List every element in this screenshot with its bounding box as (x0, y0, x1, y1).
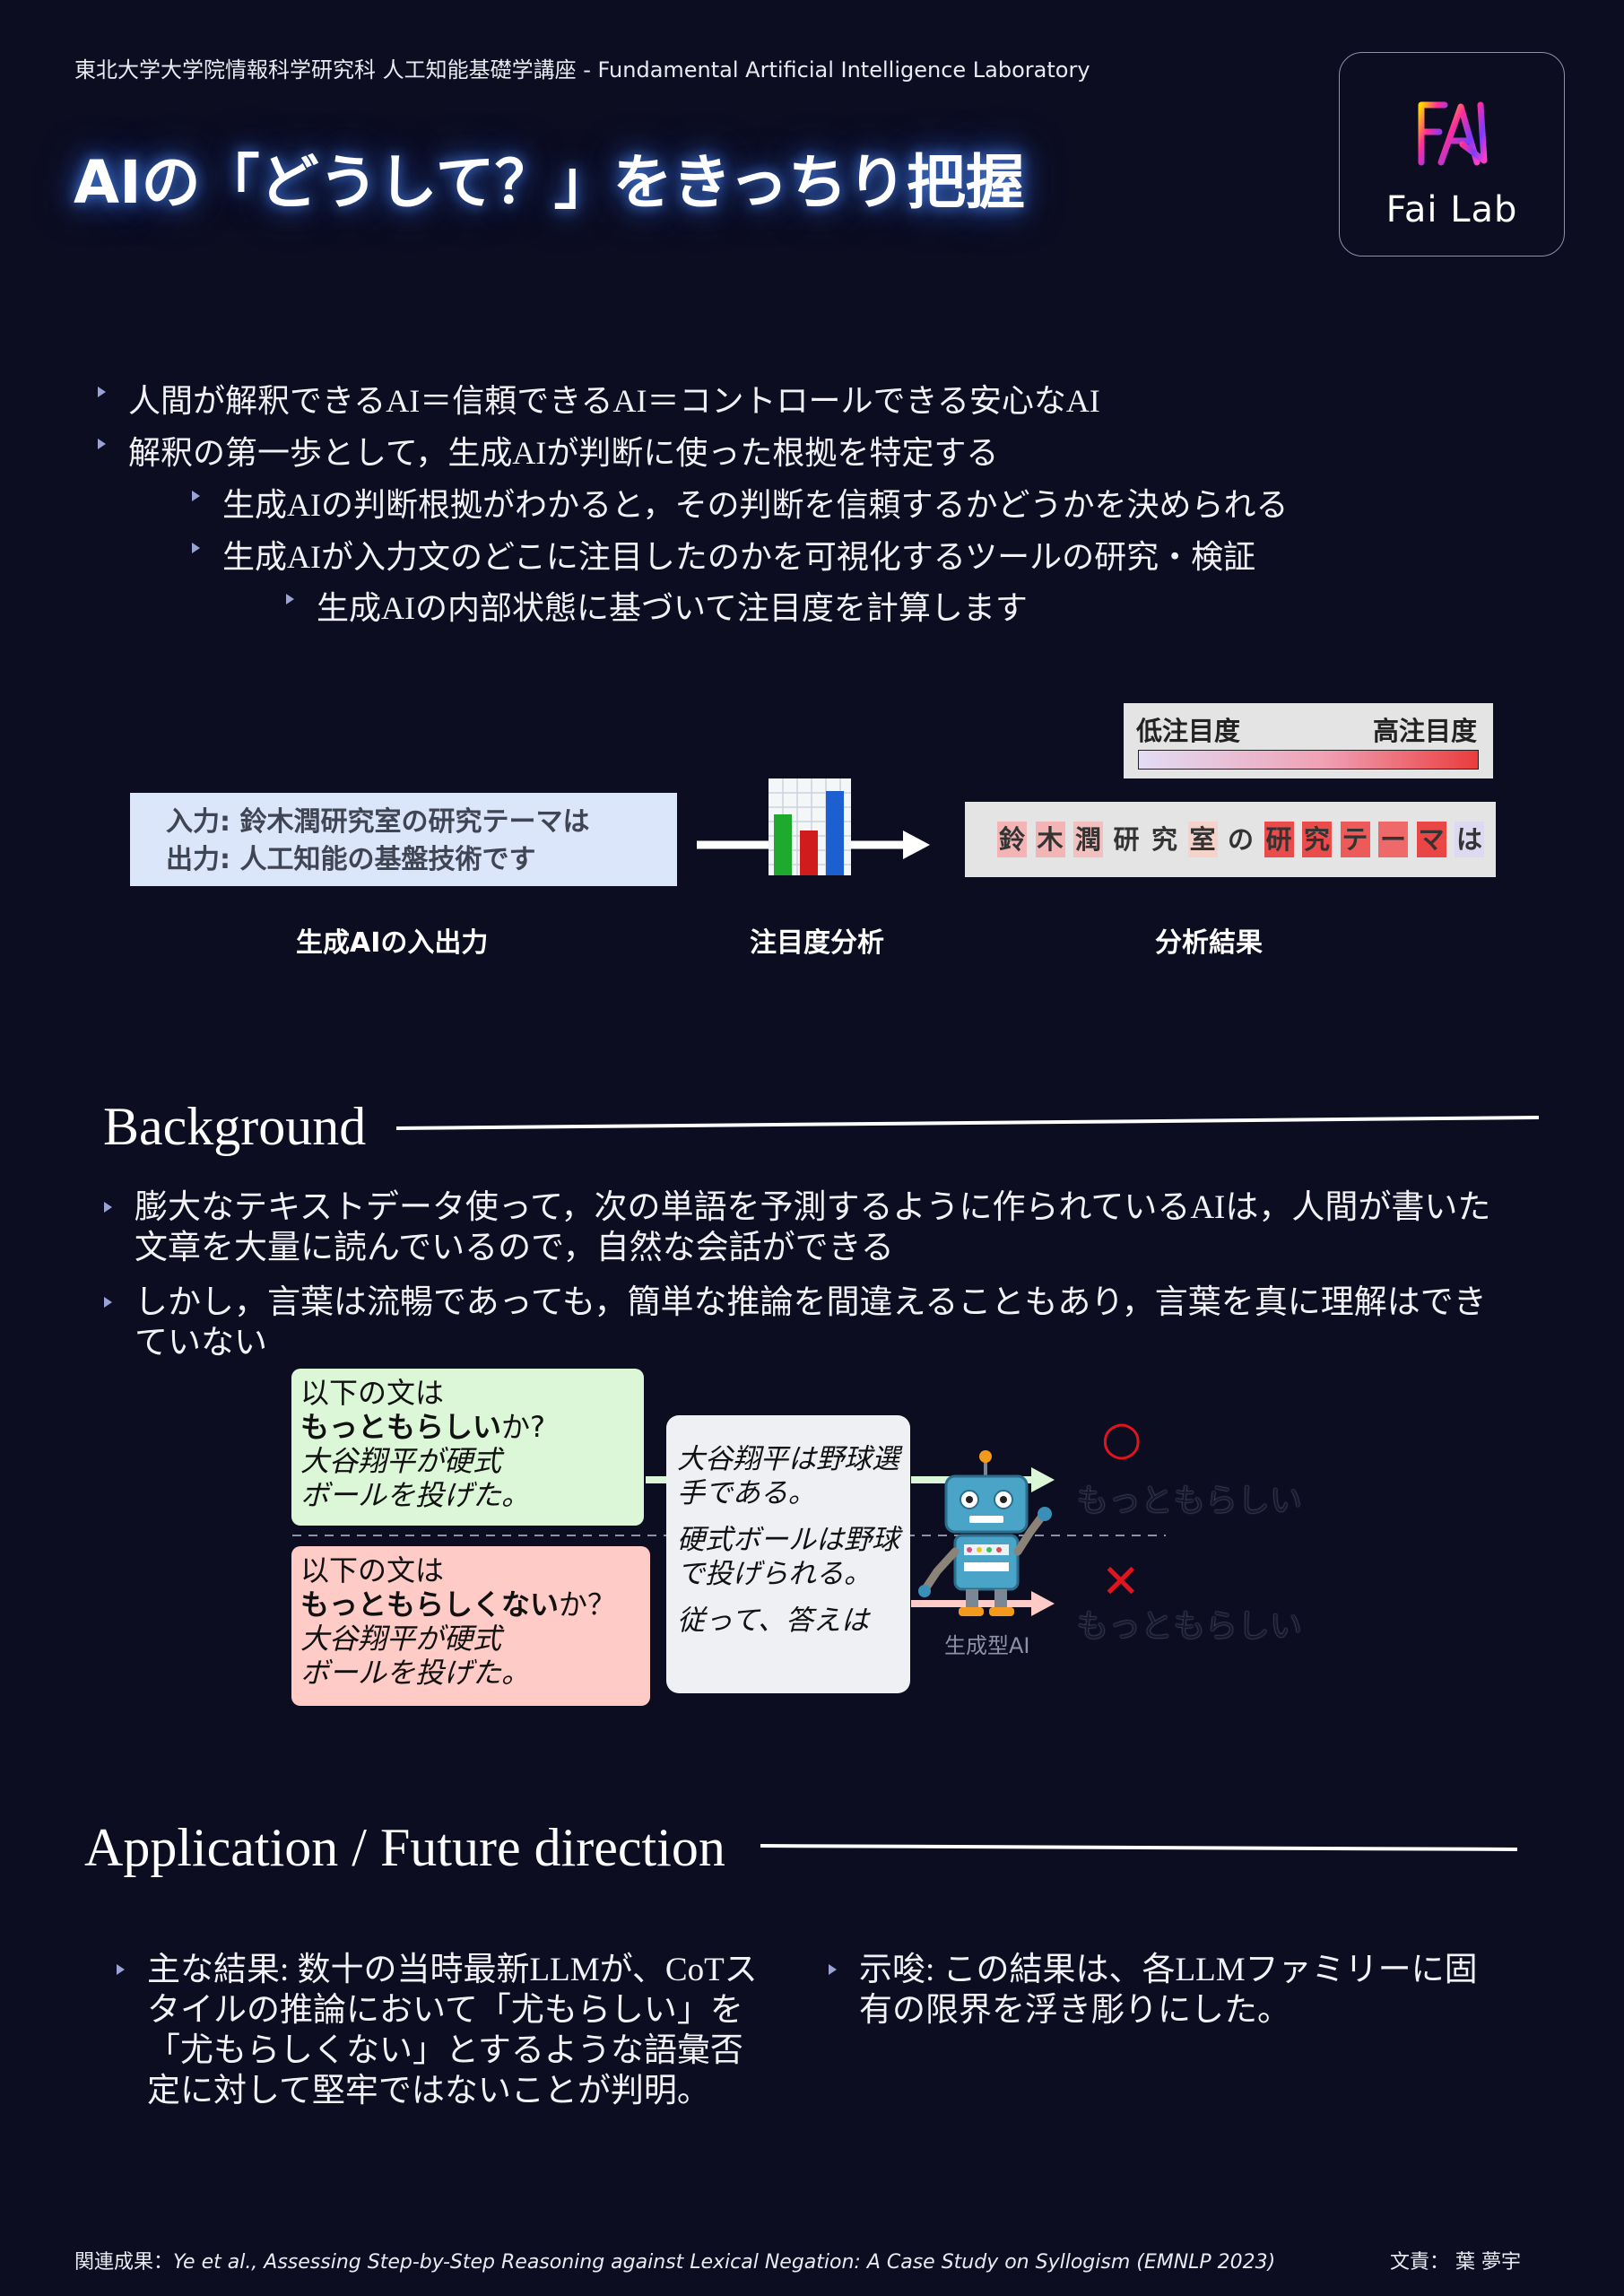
circle-mark-icon: ○ (1101, 1412, 1142, 1465)
input-line: 入力: 鈴木潤研究室の研究テーマは (166, 806, 590, 838)
attention-token: テ (1340, 822, 1370, 857)
bullet-triangle-icon (104, 1202, 112, 1213)
intro-subbullet-1: 生成AIの判断根拠がわかると，その判断を信頼するかどうかを決められる (192, 479, 1289, 526)
author-credit: 文責： 葉 夢宇 (1390, 2251, 1521, 2274)
background-bullet-2: しかし，言葉は流暢であっても，簡単な推論を間違えることもあり，言葉を真に理解はで… (104, 1283, 1498, 1363)
label-analysis: 注目度分析 (750, 927, 884, 959)
application-bullet-right: 示唆: この結果は、各LLMファミリーに固有の限界を浮き彫りにした。 (829, 1950, 1487, 2031)
analysis-arrow-graphic (697, 778, 930, 875)
io-example-box: 入力: 鈴木潤研究室の研究テーマは 出力: 人工知能の基盤技術です (130, 793, 677, 886)
attention-token: 鈴 (997, 822, 1027, 857)
attention-token: 潤 (1073, 822, 1103, 857)
bullet-triangle-icon (286, 594, 294, 604)
attention-token: の (1226, 822, 1255, 857)
q2-line-2: もっともらしくないか？ (300, 1587, 617, 1622)
citation-text[interactable]: Ye et al., Assessing Step-by-Step Reason… (173, 2251, 1276, 2274)
label-io: 生成AIの入出力 (296, 927, 489, 959)
q1-line-2: もっともらしいか? (300, 1410, 546, 1444)
implausible-question-card: 以下の文は もっともらしくないか？ 大谷翔平が硬式 ボールを投げた。 (291, 1546, 650, 1706)
q1-line-4: ボールを投げた。 (300, 1478, 531, 1512)
reasoning-card: 大谷翔平は野球選手である。 硬式ボールは野球で投げられる。 従って、答えは (666, 1415, 910, 1693)
reasoning-step-1: 大谷翔平は野球選手である。 (677, 1443, 899, 1509)
heading-rule (760, 1844, 1518, 1851)
intro-subsubbullet-1: 生成AIの内部状態に基づいて注目度を計算します (286, 582, 1028, 629)
plausible-question-card: 以下の文は もっともらしいか? 大谷翔平が硬式 ボールを投げた。 (291, 1369, 644, 1526)
bar-chart-icon (769, 778, 851, 875)
page-title: AIの「どうして？」をきっちり把握 (74, 148, 1026, 217)
bullet-triangle-icon (192, 491, 200, 501)
legend-color-scale (1138, 750, 1479, 770)
logo-text: Fai Lab (1385, 189, 1518, 230)
attention-token: 室 (1187, 822, 1218, 857)
attention-token: 究 (1150, 822, 1179, 857)
citation-prefix: 関連成果： (74, 2251, 174, 2274)
reasoning-conclusion: 従って、答えは (677, 1605, 869, 1637)
lab-logo[interactable]: Fai Lab (1339, 52, 1565, 257)
attention-token: 研 (1111, 822, 1142, 857)
fai-logo-icon (1418, 101, 1488, 166)
output-implausible: もっともらしい (1076, 1608, 1303, 1645)
related-publication[interactable]: 関連成果：Ye et al., Assessing Step-by-Step R… (74, 2246, 1275, 2274)
application-bullet-left: 主な結果: 数十の当時最新LLMが、CoTスタイルの推論において「尤もらしい」を… (117, 1950, 775, 2111)
arrow-head-icon (1031, 1467, 1055, 1492)
q2-line-4: ボールを投げた。 (300, 1656, 531, 1690)
bullet-triangle-icon (98, 439, 106, 449)
intro-bullet-2: 解釈の第一歩として，生成AIが判断に使った根拠を特定する (98, 427, 998, 474)
robot-icon (918, 1450, 1052, 1616)
attention-token: 研 (1264, 822, 1294, 857)
bullet-triangle-icon (829, 1964, 837, 1975)
q2-line-3: 大谷翔平が硬式 (300, 1622, 502, 1656)
output-plausible: もっともらしい (1076, 1483, 1303, 1519)
label-result: 分析結果 (1155, 927, 1263, 959)
q1-line-1: 以下の文は (300, 1376, 445, 1410)
output-line: 出力: 人工知能の基盤技術です (166, 844, 536, 875)
lab-name: 東北大学大学院情報科学研究科 人工知能基礎学講座 - Fundamental A… (74, 57, 1090, 83)
intro-bullet-1: 人間が解釈できるAI＝信頼できるAI＝コントロールできる安心なAI (98, 375, 1100, 422)
legend-low-label: 低注目度 (1136, 716, 1241, 746)
attention-token: ー (1378, 822, 1408, 857)
attention-token: は (1455, 822, 1484, 857)
cross-mark-icon: ✕ (1101, 1555, 1141, 1609)
attention-token: マ (1416, 822, 1446, 857)
bullet-triangle-icon (104, 1297, 112, 1308)
q1-line-3: 大谷翔平が硬式 (300, 1444, 502, 1478)
legend-high-label: 高注目度 (1372, 716, 1477, 746)
bullet-triangle-icon (192, 543, 200, 553)
attention-result-box: 鈴木潤研究室の研究テーマは (965, 802, 1496, 877)
reasoning-step-2: 硬式ボールは野球で投げられる。 (677, 1524, 899, 1590)
arrow-head-icon (1031, 1591, 1055, 1616)
heading-rule (395, 1116, 1540, 1130)
arrow-head-icon (903, 831, 930, 859)
attention-token: 究 (1302, 822, 1332, 857)
bullet-triangle-icon (98, 387, 106, 397)
background-bullet-1: 膨大なテキストデータ使って，次の単語を予測するように作られているAIは，人間が書… (104, 1187, 1498, 1268)
attention-token: 木 (1035, 822, 1065, 857)
q2-line-1: 以下の文は (300, 1553, 445, 1587)
background-heading: Background (103, 1097, 367, 1156)
bullet-triangle-icon (117, 1964, 125, 1975)
attention-legend: 低注目度 高注目度 (1124, 703, 1493, 778)
application-heading: Application / Future direction (84, 1818, 725, 1877)
robot-label: 生成型AI (944, 1633, 1030, 1658)
intro-subbullet-2: 生成AIが入力文のどこに注目したのかを可視化するツールの研究・検証 (192, 531, 1255, 578)
